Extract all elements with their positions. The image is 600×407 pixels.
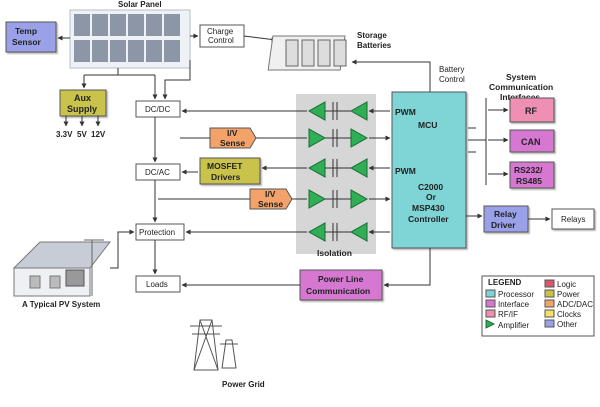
isolator-row-1 <box>307 101 368 121</box>
storage-batteries-image <box>267 35 347 71</box>
solar-panel-image <box>69 9 191 69</box>
rf-box <box>509 97 555 123</box>
pwm-label-2: PWM <box>395 166 416 176</box>
relays-label: Relays <box>561 215 585 224</box>
dcdc-label: DC/DC <box>145 105 171 114</box>
rs232-rs485-box <box>509 161 555 189</box>
protection-box <box>135 223 185 241</box>
iv-sense-1-box <box>209 127 257 149</box>
legend-item-adc-dac: ADC/DAC <box>557 300 593 309</box>
legend-title: LEGEND <box>488 278 522 287</box>
aux-3v3-label: 3.3V <box>56 130 73 139</box>
relay-driver-box <box>483 205 529 233</box>
legend-swatch-clocks <box>544 309 555 318</box>
pv-house-image <box>12 239 112 297</box>
rs232-rs485-label: RS232/RS485 <box>514 165 543 186</box>
dcdc-box <box>135 100 181 118</box>
dcac-box <box>135 163 181 181</box>
controller-box <box>391 91 467 249</box>
amplifier-icon <box>349 101 368 121</box>
isolator-row-4 <box>308 189 369 209</box>
amplifier-icon <box>308 189 327 209</box>
legend-item-processor: Processor <box>498 290 534 299</box>
amplifier-icon <box>349 222 368 242</box>
legend-swatch-processor <box>485 289 496 298</box>
isolation-label: Isolation <box>317 248 352 258</box>
legend-item-rf-if: RF/IF <box>498 310 518 319</box>
power-grid-tower-image <box>190 319 238 371</box>
legend-item-clocks: Clocks <box>557 310 581 319</box>
solar-panel-label: Solar Panel <box>118 0 162 9</box>
legend-item-power: Power <box>557 290 580 299</box>
legend-swatch-interface <box>485 299 496 308</box>
legend-swatch-logic <box>544 279 555 288</box>
isolator-row-5 <box>307 222 368 242</box>
legend-swatch-power <box>544 289 555 298</box>
pwm-label-1: PWM <box>395 107 416 117</box>
dcac-label: DC/AC <box>145 168 170 177</box>
isolator-row-3 <box>307 158 368 178</box>
loads-label: Loads <box>146 280 168 289</box>
legend-item-interface: Interface <box>498 300 530 309</box>
aux-supply-box <box>59 89 107 117</box>
mosfet-drivers-box <box>199 157 261 185</box>
relays-box <box>551 208 595 230</box>
legend-swatch-other <box>544 319 555 328</box>
power-line-communication-box <box>299 269 383 301</box>
legend-item-logic: Logic <box>557 280 576 289</box>
rf-label: RF <box>525 106 537 116</box>
amplifier-icon <box>349 158 368 178</box>
can-box <box>509 129 555 153</box>
legend-item-other: Other <box>557 320 577 329</box>
pv-system-label: A Typical PV System <box>22 300 100 309</box>
temp-sensor-box <box>5 21 57 53</box>
legend-swatch-adc-dac <box>544 299 555 308</box>
mcu-label: MCU <box>418 120 437 130</box>
legend-item-amplifier: Amplifier <box>498 321 529 330</box>
can-label: CAN <box>521 137 541 147</box>
amplifier-icon <box>308 128 327 148</box>
isolator-row-2 <box>308 128 369 148</box>
legend-box <box>481 275 595 337</box>
legend-swatch-amplifier <box>485 319 496 329</box>
aux-5v-label: 5V <box>77 130 87 139</box>
aux-12v-label: 12V <box>91 130 106 139</box>
iv-sense-2-box <box>249 188 293 210</box>
legend-swatch-rf-if <box>485 309 496 318</box>
power-grid-label: Power Grid <box>222 380 265 389</box>
loads-box <box>135 275 181 293</box>
protection-label: Protection <box>139 228 175 237</box>
